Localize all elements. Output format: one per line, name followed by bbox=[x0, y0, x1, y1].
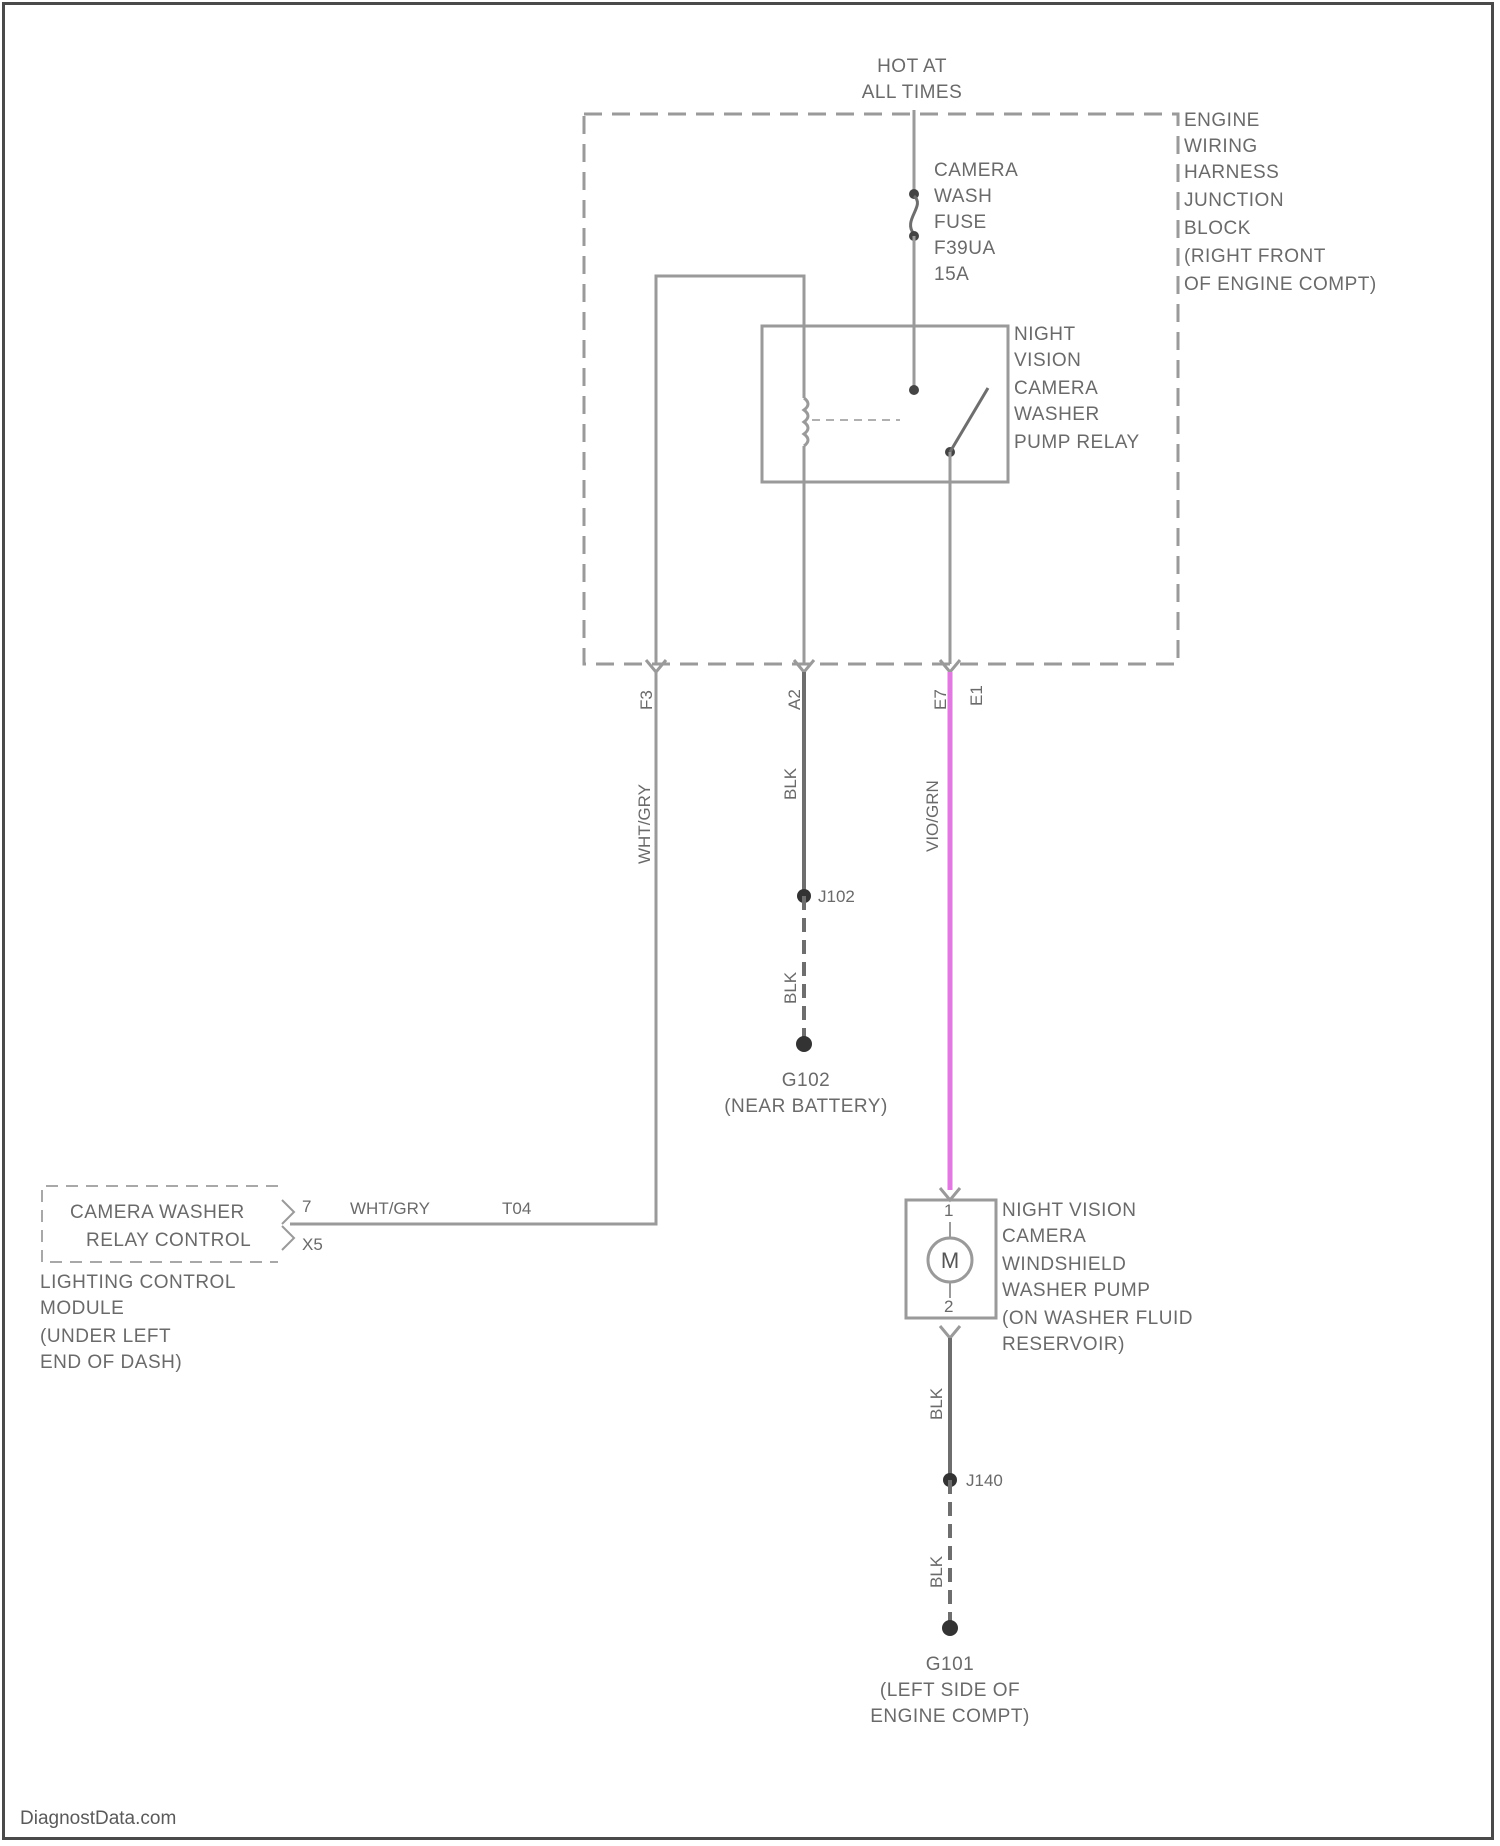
pin-f3-label: F3 bbox=[637, 690, 656, 710]
footer-watermark: DiagnostData.com bbox=[20, 1808, 176, 1830]
pin-a2-label: A2 bbox=[785, 689, 804, 710]
relay-label-1: NIGHT bbox=[1014, 324, 1076, 345]
splice-j102-label: J102 bbox=[818, 887, 855, 906]
relay-label-3: CAMERA bbox=[1014, 378, 1098, 399]
fuse-label-2: WASH bbox=[934, 186, 992, 207]
lcm-signal-label-2: RELAY CONTROL bbox=[86, 1230, 251, 1251]
jb-label-1: ENGINE bbox=[1184, 110, 1260, 131]
fuse-label-4: F39UA bbox=[934, 238, 996, 259]
vio-label: VIO/GRN bbox=[923, 780, 942, 852]
ground-g101-label-3: ENGINE COMPT) bbox=[870, 1706, 1030, 1727]
lcm-name-1: LIGHTING CONTROL bbox=[40, 1272, 236, 1293]
relay-coil-icon bbox=[804, 398, 808, 446]
ground-g101-label-1: G101 bbox=[926, 1654, 974, 1675]
hot-at-label-2: ALL TIMES bbox=[862, 82, 963, 103]
pump-label-1: NIGHT VISION bbox=[1002, 1200, 1136, 1221]
lcm-signal-label-1: CAMERA WASHER bbox=[70, 1202, 245, 1223]
pump-label-3: WINDSHIELD bbox=[1002, 1254, 1126, 1275]
relay-label-4: WASHER bbox=[1014, 404, 1100, 425]
jb-label-6: (RIGHT FRONT bbox=[1184, 246, 1326, 267]
lcm-wire-gauge: T04 bbox=[502, 1199, 531, 1218]
pin-e7-label: E7 bbox=[931, 689, 950, 710]
jb-label-2: WIRING bbox=[1184, 136, 1258, 157]
fuse-icon bbox=[911, 196, 918, 234]
ground-g102-icon bbox=[796, 1036, 812, 1052]
relay-label-5: PUMP RELAY bbox=[1014, 432, 1140, 453]
ground-g102-label-2: (NEAR BATTERY) bbox=[724, 1096, 888, 1117]
coil-control-wire bbox=[656, 276, 804, 664]
fuse-label-3: FUSE bbox=[934, 212, 987, 233]
jb-label-7: OF ENGINE COMPT) bbox=[1184, 274, 1377, 295]
blk-label-lower: BLK bbox=[781, 971, 800, 1004]
whtgry-wire bbox=[290, 672, 656, 1224]
blk-label-upper: BLK bbox=[781, 767, 800, 800]
pump-motor-symbol: M bbox=[941, 1248, 959, 1273]
relay-box bbox=[762, 326, 1008, 482]
pump-blk-label-upper: BLK bbox=[927, 1387, 946, 1420]
pump-blk-label-lower: BLK bbox=[927, 1555, 946, 1588]
pin-e1-label: E1 bbox=[967, 685, 986, 706]
jb-label-5: BLOCK bbox=[1184, 218, 1251, 239]
lcm-pin-top: 7 bbox=[302, 1197, 311, 1216]
pump-label-4: WASHER PUMP bbox=[1002, 1280, 1150, 1301]
lcm-name-2: MODULE bbox=[40, 1298, 124, 1319]
ground-g101-icon bbox=[942, 1620, 958, 1636]
pump-label-6: RESERVOIR) bbox=[1002, 1334, 1125, 1355]
pump-pin-bottom: 2 bbox=[944, 1297, 953, 1316]
jb-label-4: JUNCTION bbox=[1184, 190, 1284, 211]
relay-switch-arm bbox=[950, 388, 988, 452]
pump-label-2: CAMERA bbox=[1002, 1226, 1086, 1247]
fuse-label-1: CAMERA bbox=[934, 160, 1018, 181]
lcm-wire-label: WHT/GRY bbox=[350, 1199, 430, 1218]
whtgry-label-vertical: WHT/GRY bbox=[635, 784, 654, 864]
lcm-pin-bottom: X5 bbox=[302, 1235, 323, 1254]
pump-connector-bottom-icon bbox=[940, 1326, 960, 1338]
lcm-name-4: END OF DASH) bbox=[40, 1352, 182, 1373]
ground-g102-label-1: G102 bbox=[782, 1070, 830, 1091]
jb-label-3: HARNESS bbox=[1184, 162, 1279, 183]
relay-label-2: VISION bbox=[1014, 350, 1081, 371]
relay-common-terminal bbox=[909, 385, 919, 395]
ground-g101-label-2: (LEFT SIDE OF bbox=[880, 1680, 1020, 1701]
splice-j140-label: J140 bbox=[966, 1471, 1003, 1490]
pump-label-5: (ON WASHER FLUID bbox=[1002, 1308, 1193, 1329]
lcm-name-3: (UNDER LEFT bbox=[40, 1326, 171, 1347]
hot-at-label-1: HOT AT bbox=[877, 56, 947, 77]
pump-pin-top: 1 bbox=[944, 1201, 953, 1220]
fuse-label-5: 15A bbox=[934, 264, 969, 285]
